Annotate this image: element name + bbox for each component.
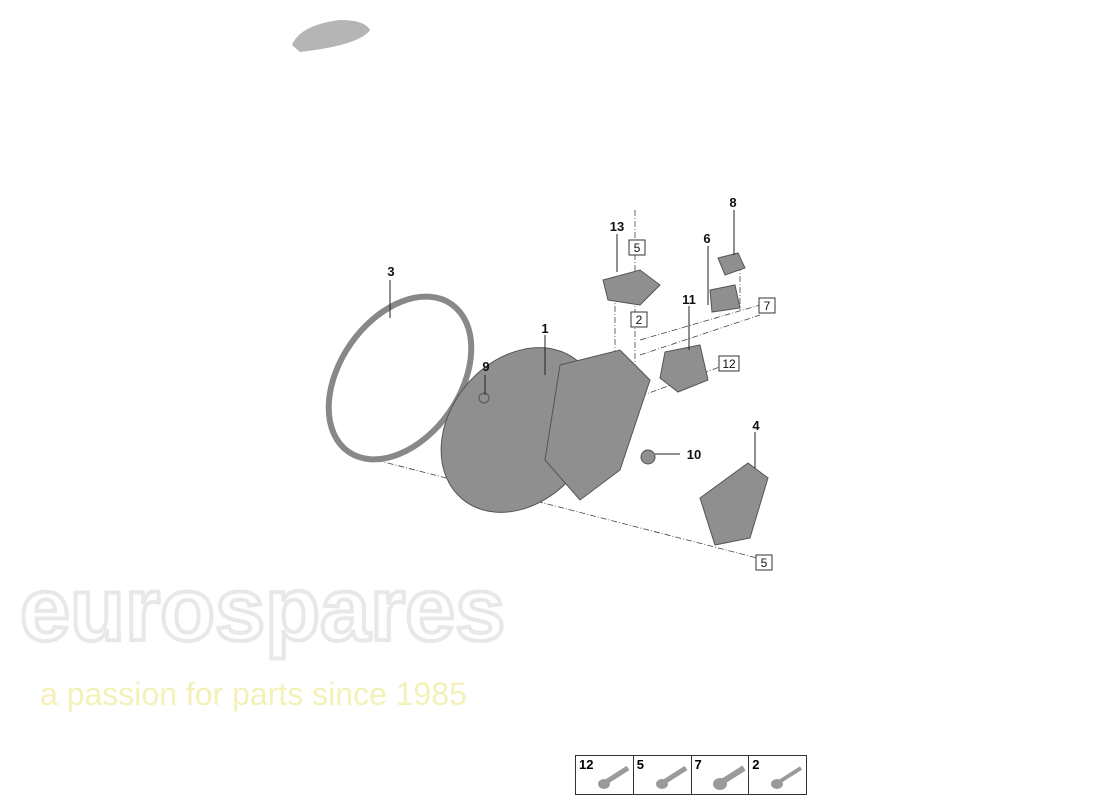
legend-cell-5: 5 bbox=[634, 756, 692, 794]
ref-box-5-top: 5 bbox=[628, 239, 646, 256]
ref-box-12: 12 bbox=[718, 355, 740, 372]
ref-box-5-bottom: 5 bbox=[755, 554, 773, 571]
headlight-body-part bbox=[544, 349, 651, 501]
svg-text:12: 12 bbox=[722, 357, 736, 371]
clip-part bbox=[478, 392, 490, 404]
fastener-legend: 12 5 7 2 bbox=[575, 755, 807, 795]
callout-4: 4 bbox=[752, 418, 760, 433]
bolt-icon bbox=[712, 765, 746, 790]
svg-text:2: 2 bbox=[636, 313, 643, 327]
callout-10: 10 bbox=[687, 447, 701, 462]
callout-11: 11 bbox=[682, 292, 696, 307]
watermark-brand: eurospares bbox=[20, 560, 505, 660]
connector-cap-part bbox=[717, 252, 746, 276]
watermark: eurospares a passion for parts since 198… bbox=[18, 558, 507, 712]
ref-box-2: 2 bbox=[630, 311, 648, 328]
control-unit-part bbox=[602, 269, 661, 306]
callout-6: 6 bbox=[703, 231, 710, 246]
callout-1: 1 bbox=[541, 321, 548, 336]
bolt-icon bbox=[655, 765, 688, 789]
callout-13: 13 bbox=[610, 219, 624, 234]
car-thumbnail-icon bbox=[292, 20, 370, 52]
grille-cover-part bbox=[699, 462, 769, 546]
callout-9: 9 bbox=[482, 359, 489, 374]
svg-text:5: 5 bbox=[761, 556, 768, 570]
svg-text:5: 5 bbox=[634, 241, 641, 255]
screw-icon bbox=[598, 765, 630, 789]
legend-cell-12: 12 bbox=[576, 756, 634, 794]
ref-box-7: 7 bbox=[758, 297, 776, 314]
callout-8: 8 bbox=[729, 195, 736, 210]
bracket-part bbox=[709, 284, 741, 313]
control-module-part bbox=[659, 344, 709, 393]
legend-cell-7: 7 bbox=[692, 756, 750, 794]
cap-part bbox=[640, 449, 656, 465]
leader-lines bbox=[389, 210, 756, 468]
flange-bolt-icon bbox=[771, 766, 803, 789]
callout-3: 3 bbox=[387, 264, 394, 279]
watermark-tagline: a passion for parts since 1985 bbox=[40, 676, 467, 712]
svg-text:7: 7 bbox=[764, 299, 771, 313]
legend-cell-2: 2 bbox=[749, 756, 806, 794]
